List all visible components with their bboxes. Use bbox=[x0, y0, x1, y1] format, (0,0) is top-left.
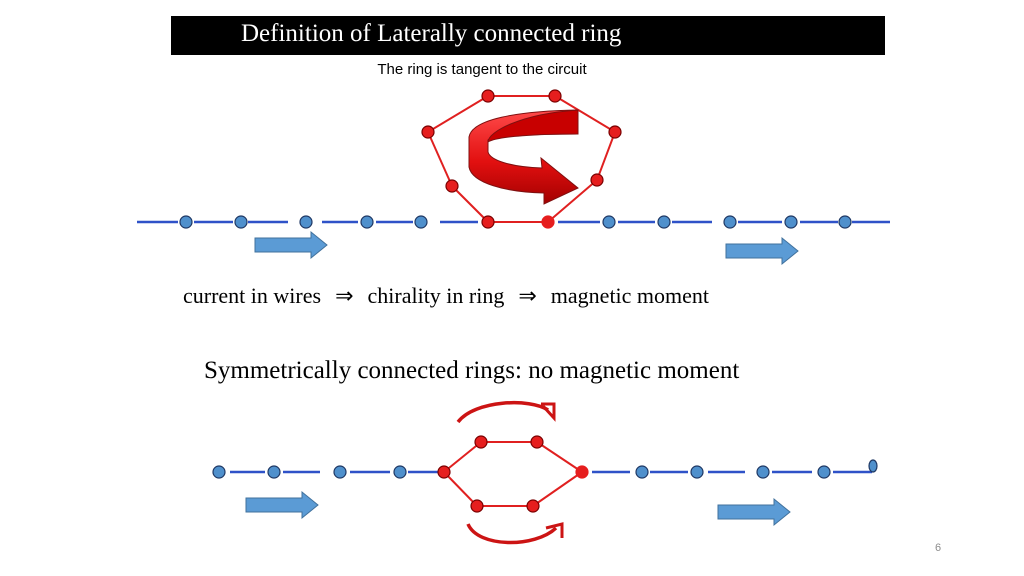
top-wire-nodes bbox=[179, 215, 852, 229]
curved-arrow-icon bbox=[468, 109, 579, 205]
ring-node bbox=[548, 89, 562, 103]
ring-node bbox=[470, 499, 484, 513]
ring-node bbox=[530, 435, 544, 449]
wire-node bbox=[784, 215, 798, 229]
ring-node bbox=[481, 89, 495, 103]
bottom-ring-nodes bbox=[437, 435, 589, 513]
curved-arrow-icon bbox=[456, 401, 556, 424]
slide-title: Definition of Laterally connected ring bbox=[241, 20, 622, 47]
wire-node bbox=[868, 459, 878, 473]
wire-node bbox=[393, 465, 407, 479]
page-number: 6 bbox=[935, 542, 942, 554]
implication-caption: current in wires ⇒ chirality in ring ⇒ magne… bbox=[183, 283, 709, 309]
curved-arrow-icon bbox=[466, 522, 564, 545]
wire-node bbox=[267, 465, 281, 479]
wire-node bbox=[234, 215, 248, 229]
caption-moment: magnetic moment bbox=[550, 283, 710, 308]
wire-node bbox=[838, 215, 852, 229]
ring-node bbox=[526, 499, 540, 513]
wire-node bbox=[360, 215, 374, 229]
right-arrow-icon bbox=[725, 236, 799, 266]
ring-node bbox=[590, 173, 604, 187]
wire-node bbox=[723, 215, 737, 229]
wire-node bbox=[635, 465, 649, 479]
caption-chirality: chirality in ring bbox=[367, 283, 505, 308]
implies-symbol: ⇒ bbox=[335, 283, 354, 308]
wire-node bbox=[657, 215, 671, 229]
ring-node bbox=[421, 125, 435, 139]
bottom-wire-nodes bbox=[212, 459, 878, 479]
wire-node bbox=[690, 465, 704, 479]
caption-current: current in wires bbox=[183, 283, 322, 308]
slide-subtitle: The ring is tangent to the circuit bbox=[377, 61, 587, 78]
wire-node bbox=[299, 215, 313, 229]
ring-node bbox=[445, 179, 459, 193]
ring-node bbox=[575, 465, 589, 479]
top-circuit bbox=[137, 89, 890, 266]
right-arrow-icon bbox=[717, 497, 791, 527]
implies-symbol: ⇒ bbox=[518, 283, 537, 308]
ring-node bbox=[608, 125, 622, 139]
top-ring-edges bbox=[427, 95, 616, 223]
ring-node bbox=[437, 465, 451, 479]
ring-node bbox=[541, 215, 555, 229]
top-ring-nodes bbox=[421, 89, 622, 229]
wire-node bbox=[756, 465, 770, 479]
wire-node bbox=[179, 215, 193, 229]
wire-node bbox=[602, 215, 616, 229]
right-arrow-icon bbox=[245, 490, 319, 520]
wire-node bbox=[212, 465, 226, 479]
ring-node bbox=[481, 215, 495, 229]
symmetric-caption: Symmetrically connected rings: no magnet… bbox=[204, 357, 740, 384]
right-arrow-icon bbox=[254, 230, 328, 260]
ring-node bbox=[474, 435, 488, 449]
wire-node bbox=[414, 215, 428, 229]
wire-node bbox=[333, 465, 347, 479]
bottom-circuit bbox=[212, 401, 878, 545]
wire-node bbox=[817, 465, 831, 479]
bottom-ring-edges bbox=[443, 441, 583, 507]
title-bar: Definition of Laterally connected ring bbox=[171, 16, 885, 55]
